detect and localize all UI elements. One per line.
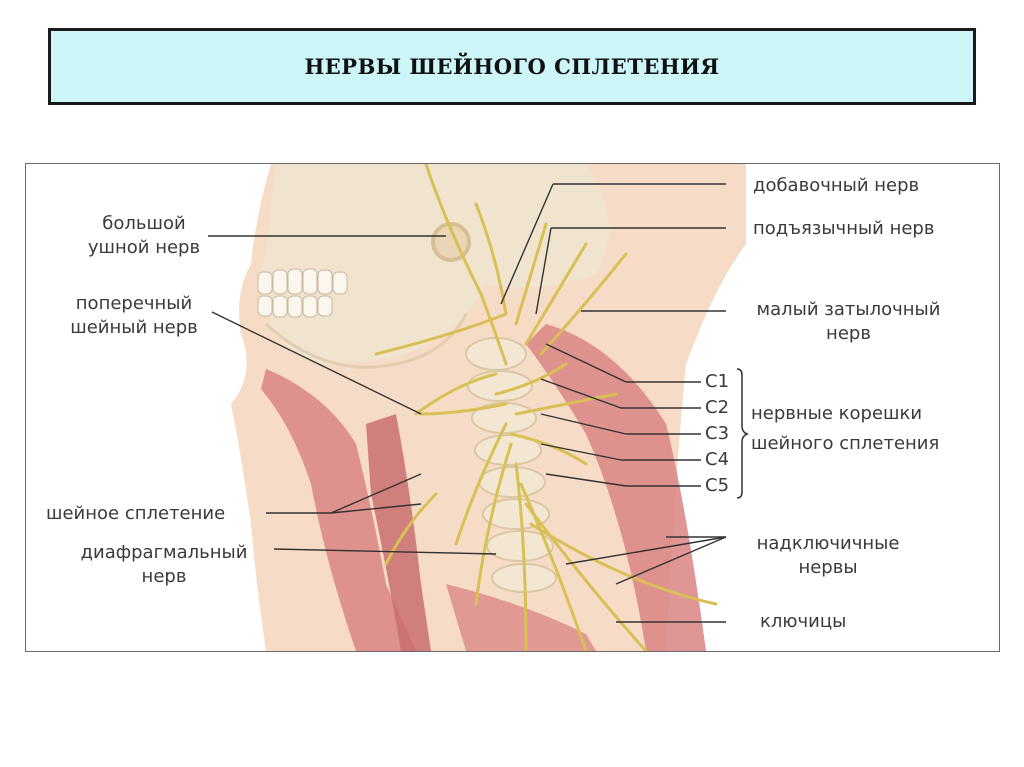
greater-auricular-line1: большой — [79, 212, 209, 236]
root-c5-label: C5 — [705, 474, 729, 498]
anatomy-figure: большой ушной нерв поперечный шейный нер… — [25, 163, 1000, 652]
cervical-plexus-label: шейное сплетение — [46, 502, 225, 526]
transverse-cervical-line2: шейный нерв — [54, 316, 214, 340]
roots-caption-line2: шейного сплетения — [751, 432, 939, 456]
supraclavicular-line1: надключичные — [738, 532, 918, 556]
transverse-cervical-nerve-label: поперечный шейный нерв — [54, 292, 214, 340]
phrenic-line1: диафрагмальный — [54, 541, 274, 565]
greater-auricular-line2: ушной нерв — [79, 236, 209, 260]
root-c4-label: C4 — [705, 448, 729, 472]
root-c3-label: C3 — [705, 422, 729, 446]
transverse-cervical-line1: поперечный — [54, 292, 214, 316]
phrenic-nerve-label: диафрагмальный нерв — [54, 541, 274, 589]
root-c2-label: C2 — [705, 396, 729, 420]
title-banner: НЕРВЫ ШЕЙНОГО СПЛЕТЕНИЯ — [48, 28, 976, 105]
clavicles-label: ключицы — [760, 610, 846, 634]
roots-caption-label: нервные корешки шейного сплетения — [751, 402, 939, 456]
lesser-occipital-line2: нерв — [736, 322, 961, 346]
greater-auricular-nerve-label: большой ушной нерв — [79, 212, 209, 260]
roots-caption-line1: нервные корешки — [751, 402, 939, 426]
phrenic-line2: нерв — [54, 565, 274, 589]
page-title: НЕРВЫ ШЕЙНОГО СПЛЕТЕНИЯ — [304, 54, 719, 79]
supraclavicular-line2: нервы — [738, 556, 918, 580]
root-c1-label: C1 — [705, 370, 729, 394]
lesser-occipital-line1: малый затылочный — [736, 298, 961, 322]
lesser-occipital-nerve-label: малый затылочный нерв — [736, 298, 961, 346]
roots-bracket — [737, 369, 747, 498]
hypoglossal-nerve-label: подъязычный нерв — [753, 217, 934, 241]
supraclavicular-nerves-label: надключичные нервы — [738, 532, 918, 580]
accessory-nerve-label: добавочный нерв — [753, 174, 919, 198]
